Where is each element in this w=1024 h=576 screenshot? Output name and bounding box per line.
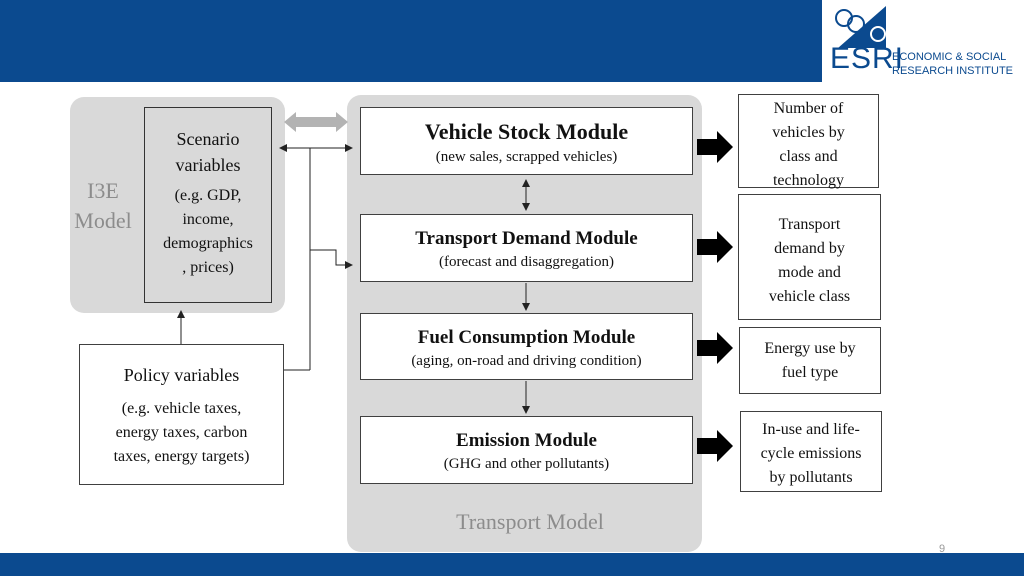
output-line: fuel type xyxy=(781,364,839,381)
output-line: by pollutants xyxy=(769,469,853,486)
i3e-label-line2: Model xyxy=(74,208,132,233)
output-line: Energy use by xyxy=(764,340,856,357)
vehicle-stock-module: Vehicle Stock Module (new sales, scrappe… xyxy=(360,107,693,175)
esri-logo-mark-icon xyxy=(835,6,886,48)
scenario-detail-line: demographics xyxy=(163,235,253,252)
module-subtitle: (aging, on-road and driving condition) xyxy=(411,353,642,369)
emission-module: Emission Module (GHG and other pollutant… xyxy=(360,416,693,484)
scenario-variables-box: Scenario variables (e.g. GDP, income, de… xyxy=(144,107,272,303)
scenario-detail-line: , prices) xyxy=(182,259,234,276)
module-title: Transport Demand Module xyxy=(415,228,638,249)
policy-variables-box: Policy variables (e.g. vehicle taxes, en… xyxy=(79,344,284,485)
output-line: In-use and life- xyxy=(762,421,860,438)
scenario-detail-line: income, xyxy=(182,211,234,228)
output-transport-demand: Transport demand by mode and vehicle cla… xyxy=(738,194,881,320)
transport-demand-module: Transport Demand Module (forecast and di… xyxy=(360,214,693,282)
logo-line-1: ECONOMIC & SOCIAL xyxy=(892,51,1007,63)
output-arrow-icon xyxy=(697,231,733,263)
module-title: Emission Module xyxy=(456,430,597,451)
module-title: Fuel Consumption Module xyxy=(417,327,636,348)
module-subtitle: (new sales, scrapped vehicles) xyxy=(435,149,618,165)
logo-acronym: ESRI xyxy=(830,42,905,75)
output-line: cycle emissions xyxy=(760,445,862,462)
output-arrow-icon xyxy=(697,430,733,462)
i3e-label-line1: I3E xyxy=(87,178,119,203)
output-line: technology xyxy=(772,172,845,189)
esri-logo: ESRI ECONOMIC & SOCIAL RESEARCH INSTITUT… xyxy=(822,0,1024,82)
output-line: class and xyxy=(779,148,838,165)
footer-bar xyxy=(0,553,1024,576)
output-vehicle-numbers: Number of vehicles by class and technolo… xyxy=(738,94,879,189)
output-arrow-icon xyxy=(697,332,733,364)
output-arrow-icon xyxy=(697,131,733,163)
scenario-title-line1: Scenario xyxy=(176,129,240,149)
transport-model-label: Transport Model xyxy=(456,509,604,534)
output-emissions: In-use and life- cycle emissions by poll… xyxy=(740,411,882,492)
output-line: vehicle class xyxy=(768,288,851,305)
fuel-consumption-module: Fuel Consumption Module (aging, on-road … xyxy=(360,313,693,380)
scenario-title-line2: variables xyxy=(175,155,241,175)
output-energy-use: Energy use by fuel type xyxy=(739,327,881,394)
scenario-detail-line: (e.g. GDP, xyxy=(174,187,242,204)
module-title: Vehicle Stock Module xyxy=(424,119,629,144)
output-line: Number of xyxy=(773,100,844,117)
policy-detail-line: taxes, energy targets) xyxy=(113,448,250,465)
output-line: demand by xyxy=(774,240,845,257)
output-line: vehicles by xyxy=(772,124,845,141)
page-number: 9 xyxy=(938,543,946,555)
scenario-demand-link xyxy=(309,148,353,269)
output-line: mode and xyxy=(778,264,841,281)
module-subtitle: (forecast and disaggregation) xyxy=(439,254,614,270)
logo-line-2: RESEARCH INSTITUTE xyxy=(892,65,1014,77)
output-line: Transport xyxy=(778,216,841,233)
policy-title: Policy variables xyxy=(123,365,240,385)
i3e-model-label: I3E Model xyxy=(66,176,140,236)
policy-detail-line: (e.g. vehicle taxes, xyxy=(121,400,242,417)
module-subtitle: (GHG and other pollutants) xyxy=(443,456,610,472)
policy-detail-line: energy taxes, carbon xyxy=(115,424,248,441)
link-double-arrow-icon xyxy=(284,112,348,132)
